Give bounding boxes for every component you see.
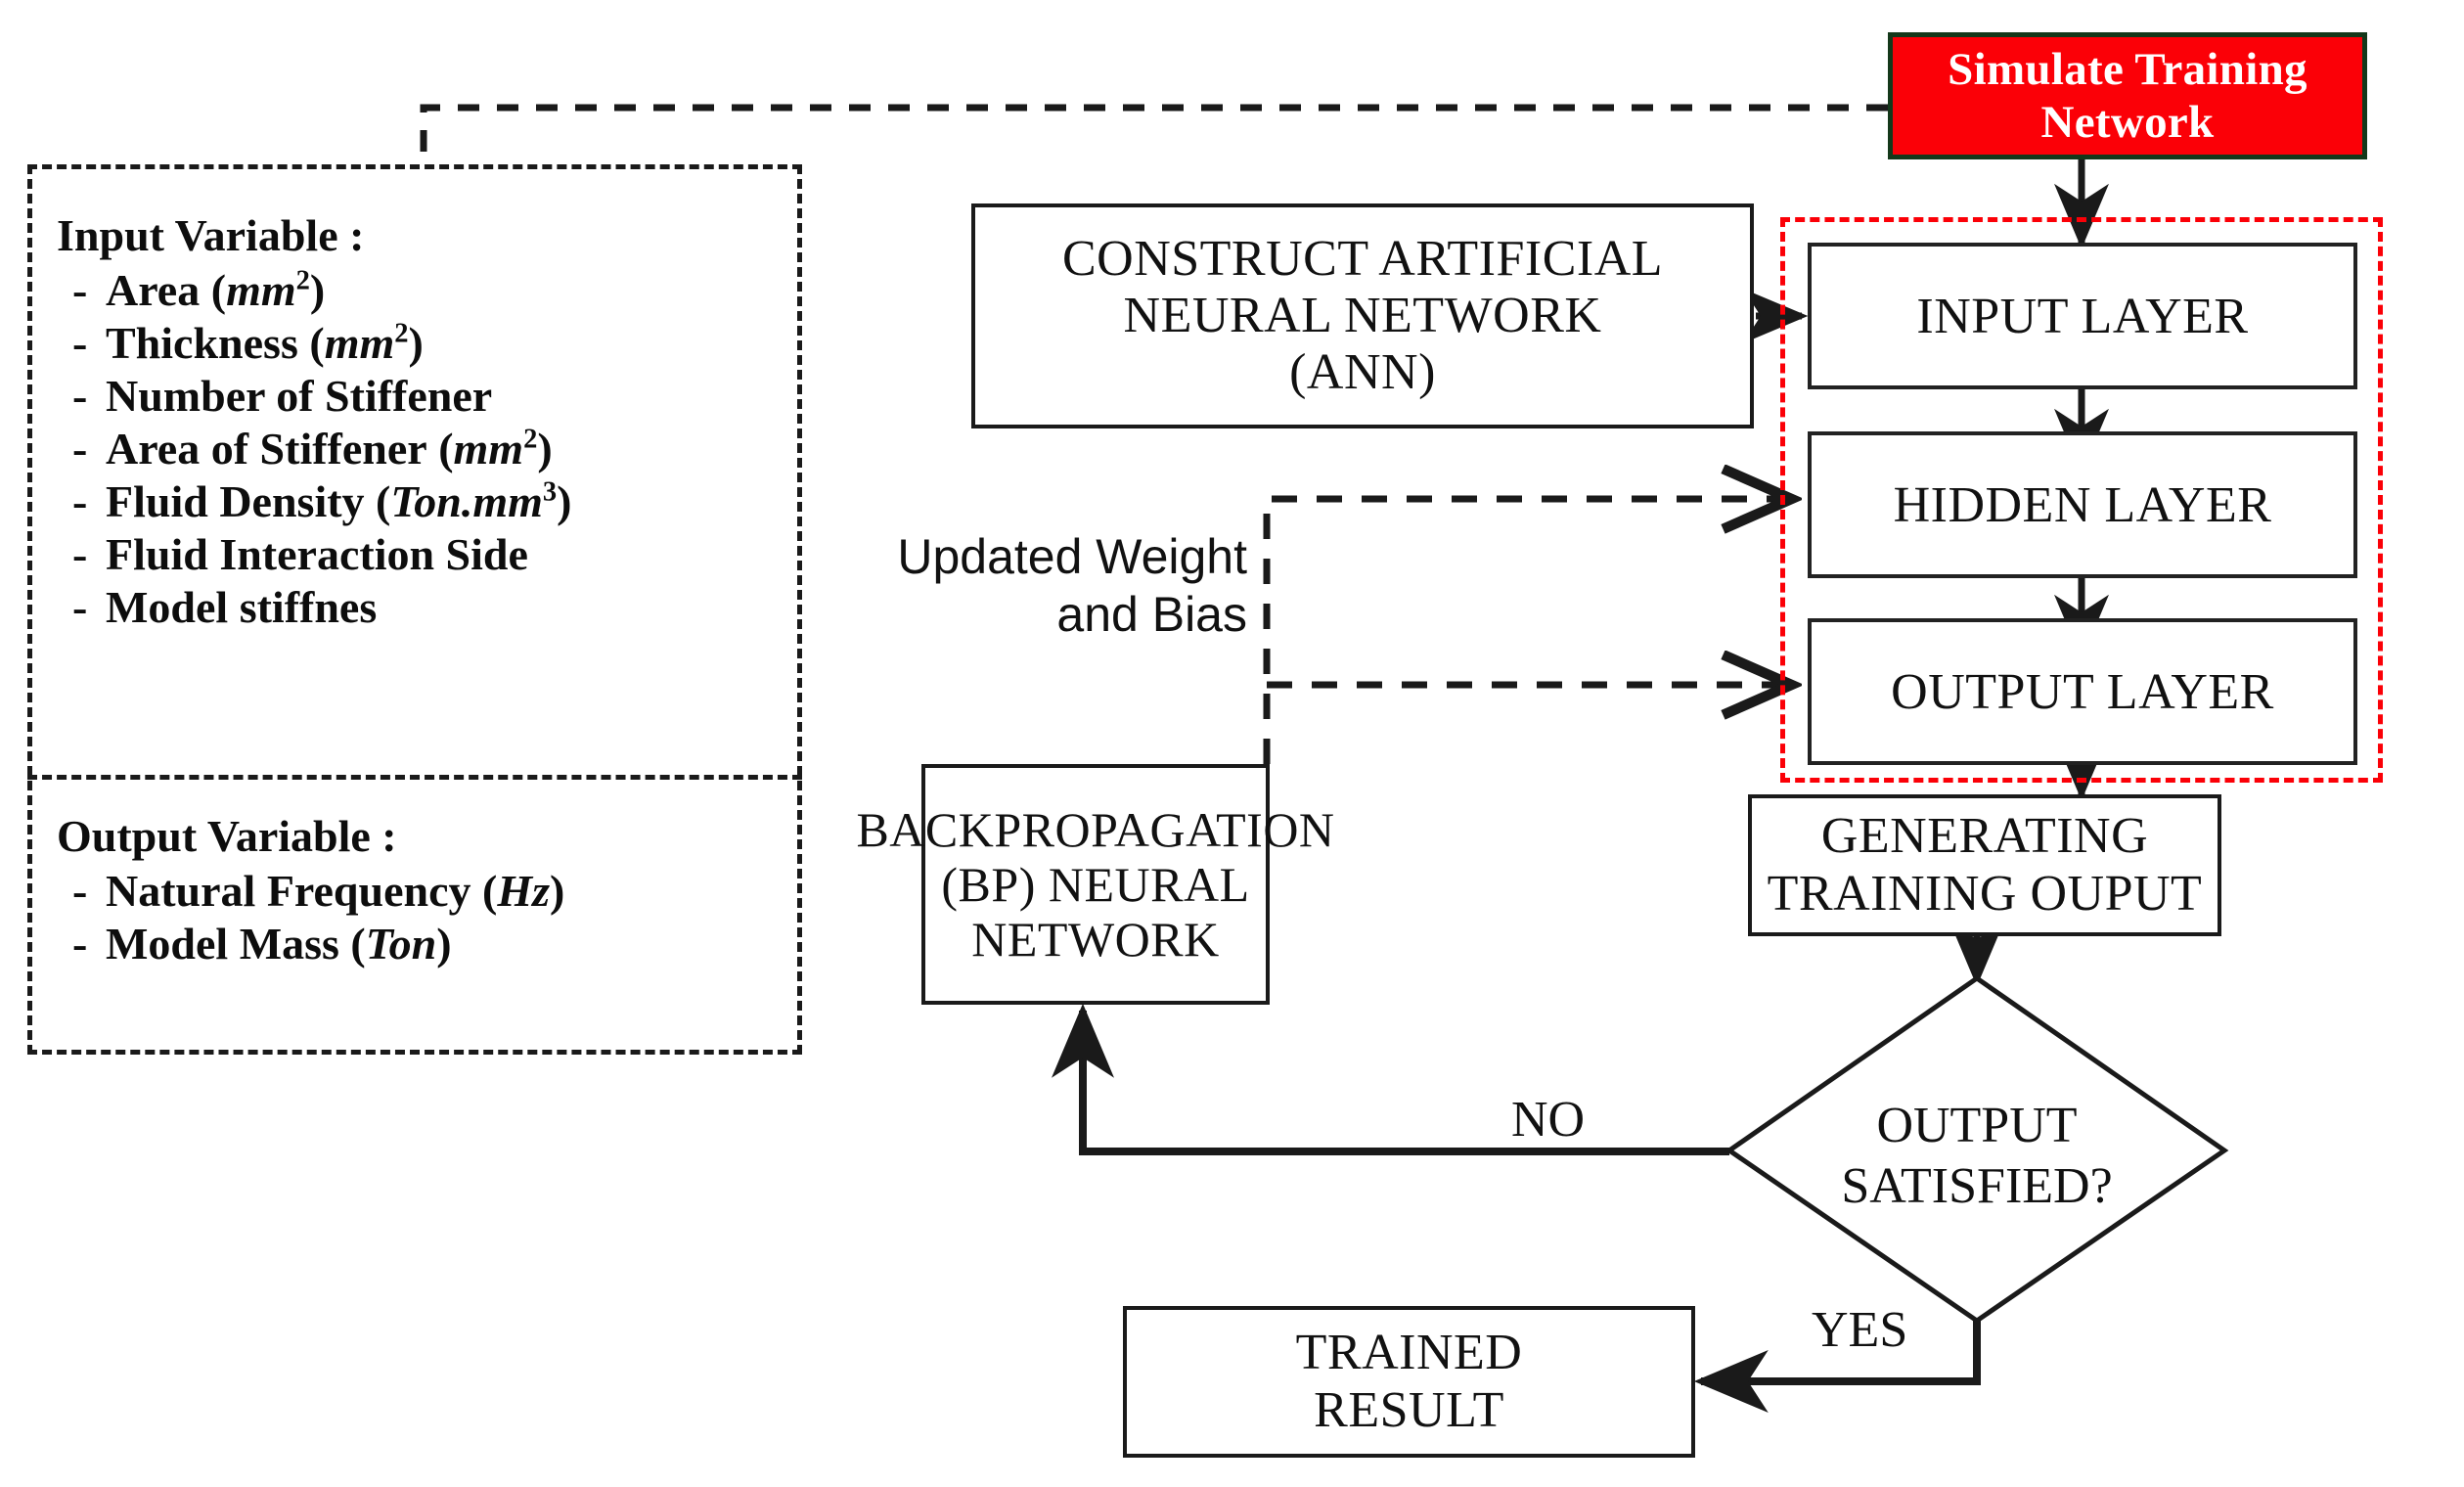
variable-unit: (Ton.mm3): [364, 476, 572, 526]
edge-bp-to-hidden-layer: [1263, 499, 1788, 764]
hidden-layer-node[interactable]: HIDDEN LAYER: [1808, 431, 2357, 578]
edge-label-no: NO: [1511, 1092, 1586, 1148]
list-item: - Model stiffnes: [51, 585, 794, 630]
variable-name: Number of Stiffener: [106, 371, 493, 421]
bullet-dash: -: [72, 265, 88, 315]
edge-simulate-to-variables: [420, 104, 1888, 164]
bullet-dash: -: [72, 318, 88, 368]
trained-result-node[interactable]: TRAINED RESULT: [1123, 1306, 1695, 1458]
list-item: - Model Mass (Ton): [51, 922, 794, 967]
bullet-dash: -: [72, 919, 88, 969]
variable-name: Area of Stiffener: [106, 424, 427, 473]
decision-node-label: OUTPUT SATISFIED?: [1841, 1098, 2113, 1215]
list-item: - Number of Stiffener: [51, 374, 794, 419]
bullet-dash: -: [72, 476, 88, 526]
list-item: - Fluid Interaction Side: [51, 532, 794, 577]
input-layer-node[interactable]: INPUT LAYER: [1808, 243, 2357, 389]
bullet-dash: -: [72, 866, 88, 916]
backpropagation-node[interactable]: BACKPROPAGATION (BP) NEURAL NETWORK: [856, 764, 1334, 1005]
variable-name: Model stiffnes: [106, 582, 378, 632]
input-variable-list: Input Variable : - Area (mm2) - Thicknes…: [51, 213, 794, 638]
construct-ann-node[interactable]: CONSTRUCT ARTIFICIAL NEURAL NETWORK (ANN…: [971, 203, 1754, 428]
edge-label-yes: YES: [1812, 1302, 1908, 1358]
variable-unit: (mm2): [426, 424, 553, 473]
simulate-training-network-node[interactable]: Simulate Training Network: [1888, 32, 2367, 159]
variable-unit: (mm2): [200, 265, 326, 315]
variable-name: Model Mass: [106, 919, 339, 969]
input-variable-heading: Input Variable :: [57, 210, 365, 260]
variable-name: Natural Frequency: [106, 866, 471, 916]
updated-weight-and-bias-label: Updated Weight and Bias: [897, 529, 1247, 642]
output-layer-node[interactable]: OUTPUT LAYER: [1808, 618, 2357, 765]
variable-unit: (mm2): [297, 318, 424, 368]
output-variable-list: Output Variable : - Natural Frequency (H…: [51, 814, 794, 974]
variable-unit: (Ton): [338, 919, 452, 969]
list-item: - Fluid Density (Ton.mm3): [51, 476, 794, 526]
list-item: - Thickness (mm2): [51, 318, 794, 368]
variable-name: Fluid Interaction Side: [106, 529, 528, 579]
variables-panel-divider: [27, 775, 802, 780]
list-item: - Area (mm2): [51, 265, 794, 315]
bullet-dash: -: [72, 529, 88, 579]
variables-panel: [27, 164, 802, 1055]
list-item: - Area of Stiffener (mm2): [51, 424, 794, 473]
variable-name: Fluid Density: [106, 476, 365, 526]
bullet-dash: -: [72, 371, 88, 421]
generating-training-output-node[interactable]: GENERATING TRAINING OUPUT: [1748, 794, 2221, 936]
variable-name: Area: [106, 265, 201, 315]
output-variable-heading: Output Variable :: [57, 811, 397, 861]
ann-architecture-region: [1780, 217, 2383, 783]
list-item: - Natural Frequency (Hz): [51, 869, 794, 914]
edge-decision-no-to-bp: [1052, 1003, 1729, 1155]
variable-name: Thickness: [106, 318, 298, 368]
bullet-dash: -: [72, 582, 88, 632]
bullet-dash: -: [72, 424, 88, 473]
variable-unit: (Hz): [470, 866, 565, 916]
